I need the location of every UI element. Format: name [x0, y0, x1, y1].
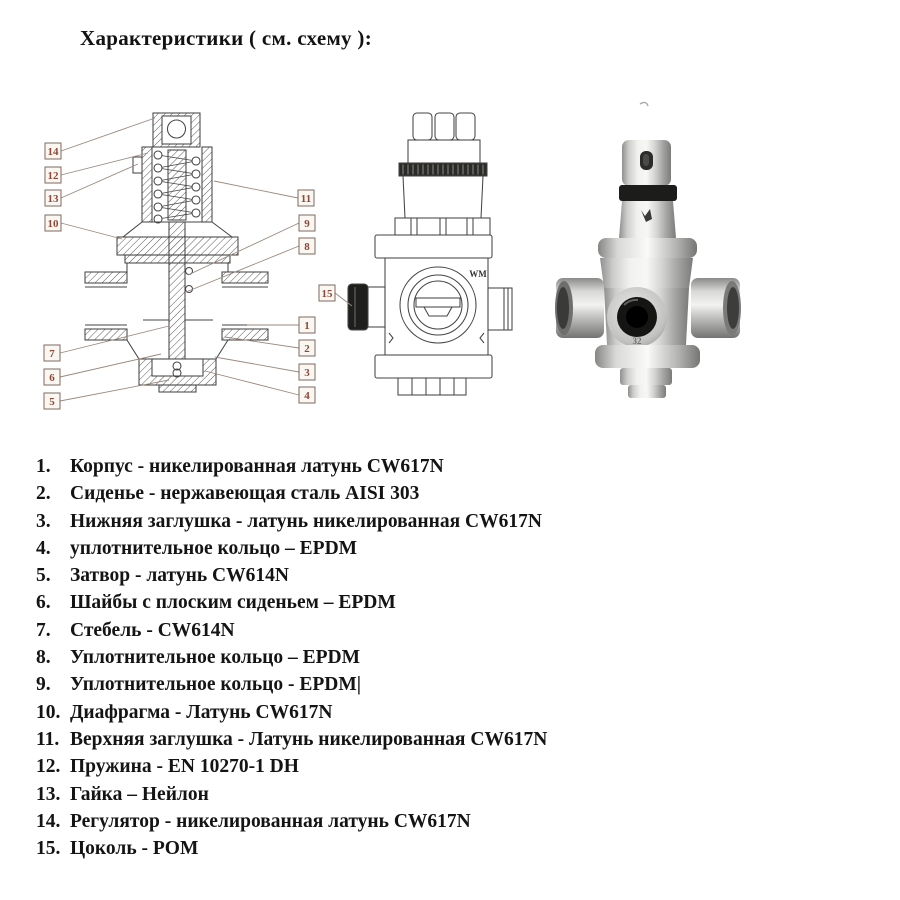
list-item: 11. Верхняя заглушка - Латунь никелирова… — [36, 726, 886, 753]
part-description: Пружина - EN 10270-1 DH — [70, 756, 299, 778]
callout-14: 14 — [44, 142, 62, 160]
valve-photo: 32 — [555, 101, 741, 398]
callout-4: 4 — [298, 386, 316, 404]
valve-photo-shapes — [555, 101, 741, 398]
part-description: Верхняя заглушка - Латунь никелированная… — [70, 728, 548, 750]
list-item: 14. Регулятор - никелированная латунь CW… — [36, 808, 886, 835]
part-description: Нижняя заглушка - латунь никелированная … — [70, 510, 542, 532]
part-description: Регулятор - никелированная латунь CW617N — [70, 810, 471, 832]
list-item: 2. Сиденье - нержавеющая сталь AISI 303 — [36, 480, 886, 507]
leader-lines — [59, 117, 300, 402]
part-number: 9. — [36, 674, 51, 696]
callout-10: 10 — [44, 214, 62, 232]
callout-3: 3 — [298, 363, 316, 381]
part-description: Корпус - никелированная латунь CW617N — [70, 456, 444, 477]
cross-section-diagram: 14 12 13 10 7 6 5 11 9 8 1 2 3 4 — [43, 112, 316, 410]
list-item: 13. Гайка – Нейлон — [36, 781, 886, 808]
svg-text:9: 9 — [304, 218, 310, 230]
size-marking: 32 — [633, 336, 643, 346]
list-item: 9. Уплотнительное кольцо - EPDM| — [36, 671, 886, 698]
body-logo: WM — [469, 269, 487, 279]
svg-text:15: 15 — [322, 288, 334, 300]
part-description: Цоколь - POM — [70, 838, 199, 860]
part-number: 11. — [36, 728, 60, 750]
svg-text:1: 1 — [304, 320, 310, 332]
valve-cross-section-drawing — [84, 112, 269, 393]
callout-15: 15 — [318, 284, 336, 302]
list-item: 1. Корпус - никелированная латунь CW617N — [36, 453, 886, 480]
part-number: 12. — [36, 756, 61, 778]
list-item: 3. Нижняя заглушка - латунь никелированн… — [36, 508, 886, 535]
callout-13: 13 — [44, 189, 62, 207]
list-item: 8. Уплотнительное кольцо – EPDM — [36, 644, 886, 671]
part-description: Диафрагма - Латунь CW617N — [70, 701, 333, 723]
part-number: 3. — [36, 510, 51, 532]
part-description: Стебель - CW614N — [70, 619, 235, 641]
part-description: Затвор - латунь CW614N — [70, 565, 289, 587]
valve-outline-drawing — [347, 112, 513, 396]
svg-text:6: 6 — [49, 372, 55, 384]
list-item: 15. Цоколь - POM — [36, 835, 886, 862]
part-number: 5. — [36, 565, 51, 587]
part-description: Сиденье - нержавеющая сталь AISI 303 — [70, 483, 420, 505]
callout-1: 1 — [298, 316, 316, 334]
svg-text:7: 7 — [49, 348, 55, 360]
callout-12: 12 — [44, 166, 62, 184]
part-number: 1. — [36, 456, 51, 477]
part-number: 7. — [36, 619, 51, 641]
svg-text:12: 12 — [48, 170, 60, 182]
part-number: 13. — [36, 783, 61, 805]
part-description: Уплотнительное кольцо – EPDM — [70, 647, 361, 669]
part-number: 4. — [36, 537, 51, 559]
brand-mark-icon — [641, 209, 652, 222]
callout-9: 9 — [298, 214, 316, 232]
callout-6: 6 — [43, 368, 61, 386]
parts-list: 1. Корпус - никелированная латунь CW617N… — [36, 453, 886, 862]
svg-text:10: 10 — [48, 218, 60, 230]
part-number: 15. — [36, 838, 61, 860]
svg-text:4: 4 — [304, 390, 310, 402]
callout-5: 5 — [43, 392, 61, 410]
page-title: Характеристики ( см. схему ): — [80, 26, 372, 50]
svg-text:11: 11 — [301, 193, 311, 205]
list-item: 10. Диафрагма - Латунь CW617N — [36, 699, 886, 726]
callout-7: 7 — [43, 344, 61, 362]
svg-text:13: 13 — [48, 193, 60, 205]
part-number: 6. — [36, 592, 51, 614]
svg-text:14: 14 — [48, 146, 60, 158]
callout-labels: 14 12 13 10 7 6 5 11 9 8 1 2 3 4 — [43, 142, 316, 410]
part-description: уплотнительное кольцо – EPDM — [70, 537, 358, 559]
callout-11: 11 — [297, 189, 315, 207]
part-description: Гайка – Нейлон — [70, 783, 209, 805]
callout-8: 8 — [298, 237, 316, 255]
list-item: 4. уплотнительное кольцо – EPDM — [36, 535, 886, 562]
list-item: 12. Пружина - EN 10270-1 DH — [36, 753, 886, 780]
line-drawing: WM 15 — [318, 112, 513, 396]
part-number: 10. — [36, 701, 61, 723]
part-number: 8. — [36, 647, 51, 669]
callout-2: 2 — [298, 339, 316, 357]
list-item: 6. Шайбы с плоским сиденьем – EPDM — [36, 589, 886, 616]
svg-text:8: 8 — [304, 241, 310, 253]
list-item: 7. Стебель - CW614N — [36, 617, 886, 644]
part-number: 14. — [36, 810, 61, 832]
svg-text:5: 5 — [49, 396, 55, 408]
part-description: Шайбы с плоским сиденьем – EPDM — [70, 592, 396, 614]
svg-text:2: 2 — [304, 343, 310, 355]
part-number: 2. — [36, 483, 51, 505]
part-description: Уплотнительное кольцо - EPDM| — [70, 674, 362, 696]
list-item: 5. Затвор - латунь CW614N — [36, 562, 886, 589]
svg-text:3: 3 — [304, 367, 310, 379]
